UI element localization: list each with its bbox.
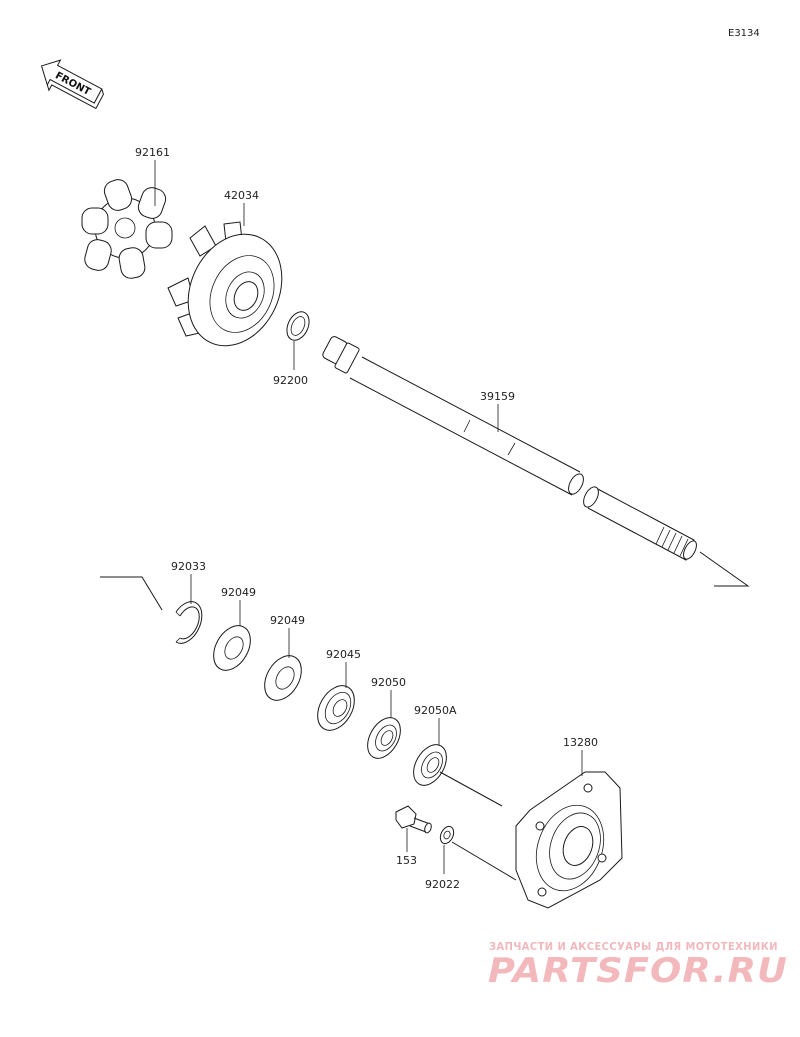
label-92050A: 92050A bbox=[414, 704, 457, 717]
part-92200-washer bbox=[286, 311, 310, 341]
label-39159: 39159 bbox=[480, 390, 515, 403]
label-92033: 92033 bbox=[171, 560, 206, 573]
front-arrow-icon: FRONT bbox=[40, 59, 104, 110]
part-92161-damper bbox=[81, 179, 173, 279]
watermark-tagline: ЗАПЧАСТИ И АКСЕССУАРЫ ДЛЯ МОТОТЕХНИКИ bbox=[489, 940, 778, 953]
part-92050A-oil-seal bbox=[413, 744, 447, 786]
guide-line-seal bbox=[439, 771, 503, 807]
diagram-code: E3134 bbox=[728, 28, 760, 39]
guide-line-washer bbox=[451, 841, 517, 881]
part-42034-coupling bbox=[167, 221, 283, 347]
label-13280: 13280 bbox=[563, 736, 598, 749]
part-92022-washer bbox=[439, 825, 455, 845]
part-153-bolt bbox=[395, 805, 432, 834]
part-39159-shaft bbox=[322, 336, 750, 587]
part-92033-circlip bbox=[175, 601, 203, 644]
label-92045: 92045 bbox=[326, 648, 361, 661]
part-92045-bearing bbox=[317, 685, 355, 731]
part-92050-oil-seal bbox=[367, 717, 401, 759]
part-92049-spacer-2 bbox=[264, 655, 302, 701]
part-labels: 92161 42034 92200 39159 92033 92049 9204… bbox=[135, 146, 598, 891]
part-92049-spacer-1 bbox=[213, 625, 251, 671]
part-13280-housing bbox=[515, 771, 623, 909]
label-42034: 42034 bbox=[224, 189, 259, 202]
leader-lines bbox=[154, 160, 583, 874]
label-92022: 92022 bbox=[425, 878, 460, 891]
label-92049-b: 92049 bbox=[270, 614, 305, 627]
label-92200: 92200 bbox=[273, 374, 308, 387]
label-92161: 92161 bbox=[135, 146, 170, 159]
watermark-brand: PARTSFOR.RU bbox=[488, 951, 788, 991]
watermark: ЗАПЧАСТИ И АКСЕССУАРЫ ДЛЯ МОТОТЕХНИКИ PA… bbox=[488, 940, 788, 991]
label-92050: 92050 bbox=[371, 676, 406, 689]
guide-line-left bbox=[100, 576, 163, 611]
label-92049-a: 92049 bbox=[221, 586, 256, 599]
label-153: 153 bbox=[396, 854, 417, 867]
